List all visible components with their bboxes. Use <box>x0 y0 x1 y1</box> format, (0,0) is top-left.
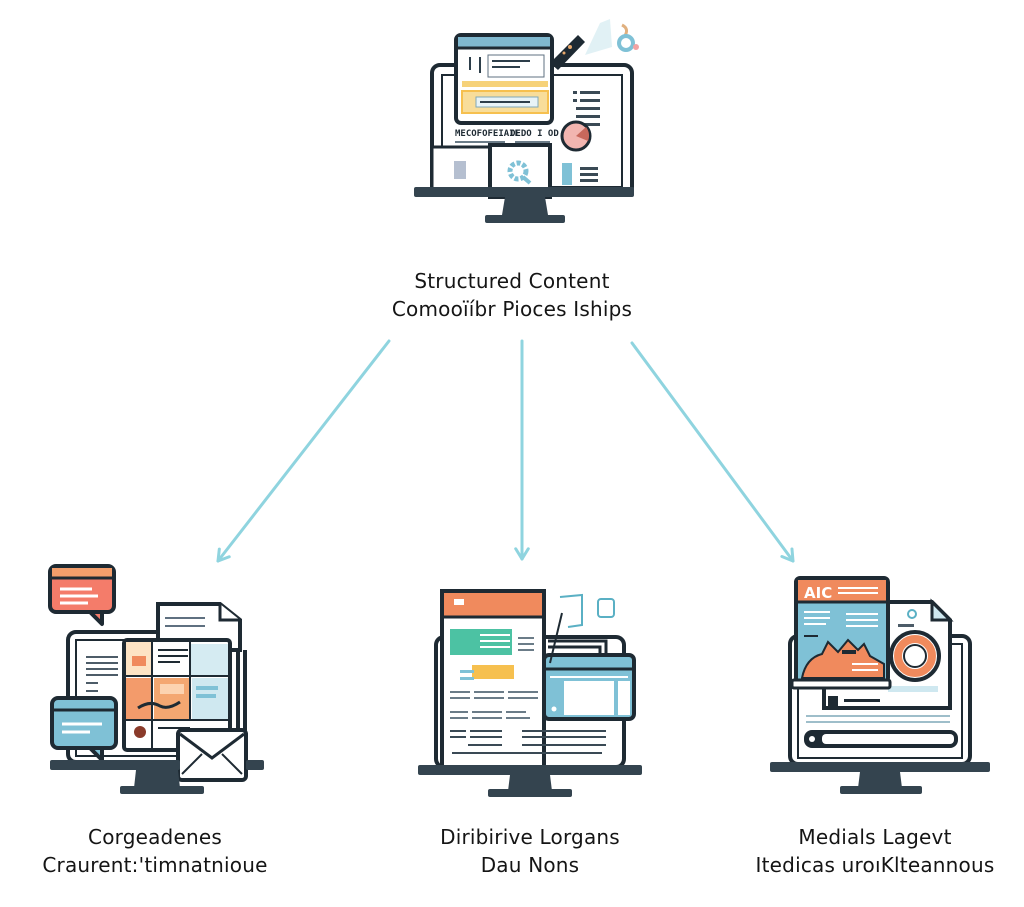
root-label-line-1: Structured Content <box>414 269 610 293</box>
monitor-structured-content-icon: MECOFOFEIAIE DEDO I OD <box>414 19 639 223</box>
center-label: Diribirive Lorgans Dau Nons <box>400 823 660 879</box>
left-label-line-2: Craurent:'timnatnioue <box>42 853 268 877</box>
monitor-document-layout-icon <box>418 589 642 797</box>
arrow-root-to-left <box>216 339 391 563</box>
right-label: Medials Lagevt Itedicas uroıKlteannous <box>730 823 1020 879</box>
root-label-line-2: Comooïíbr Pioces Iships <box>391 297 633 321</box>
right-node[interactable]: AIC <box>760 568 1000 800</box>
left-node[interactable] <box>40 560 280 800</box>
left-label-line-1: Corgeadenes <box>88 825 222 849</box>
monitor-correspondence-icon <box>48 564 264 794</box>
right-label-line-1: Medials Lagevt <box>798 825 952 849</box>
arrowhead-left <box>216 547 231 563</box>
center-node[interactable] <box>410 585 650 800</box>
monitor-media-layout-icon: AIC <box>770 576 990 794</box>
arrowhead-right <box>780 547 795 563</box>
screen-text-right: DEDO I OD <box>510 129 559 139</box>
root-node[interactable]: MECOFOFEIAIE DEDO I OD <box>410 15 650 230</box>
center-label-line-1: Diribirive Lorgans <box>440 825 620 849</box>
right-label-line-2: Itedicas uroıKlteannous <box>755 853 995 877</box>
arrowhead-center <box>514 547 530 561</box>
left-label: Corgeadenes Craurent:'timnatnioue <box>25 823 285 879</box>
root-label: Structured Content Comooïíbr Pioces Ishi… <box>362 267 662 323</box>
arrow-root-to-right <box>630 341 795 563</box>
screen-text-left: MECOFOFEIAIE <box>455 129 520 139</box>
badge-text: AIC <box>804 584 832 602</box>
center-label-line-2: Dau Nons <box>480 853 580 877</box>
